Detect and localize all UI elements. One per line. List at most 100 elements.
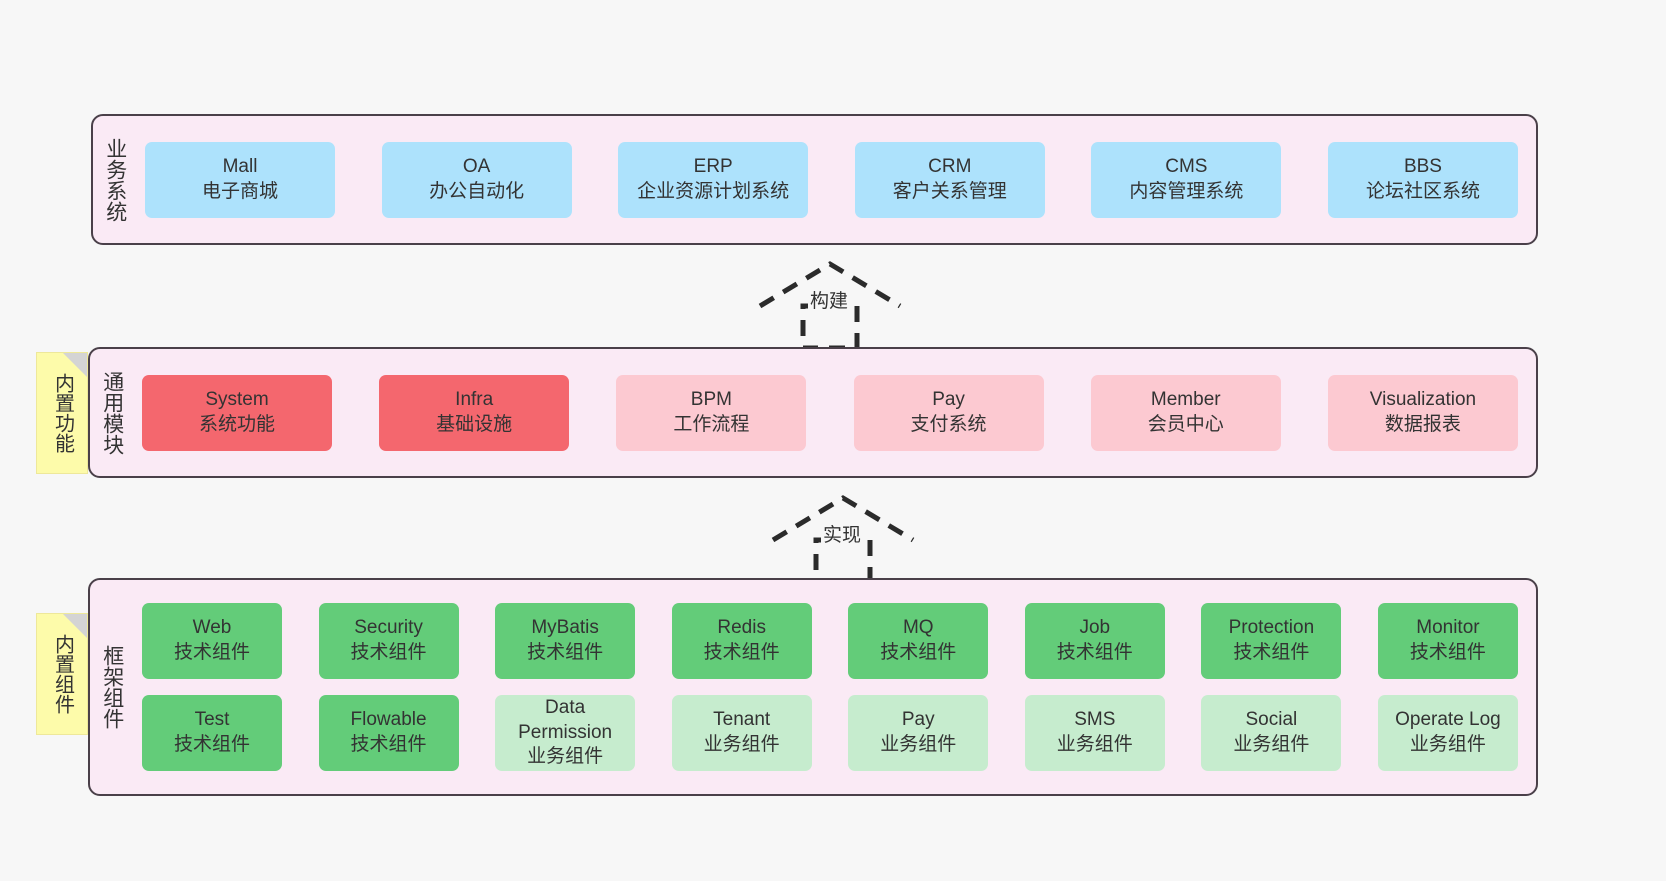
card-title: BBS [1403,155,1442,177]
card-row: Web 技术组件 Security 技术组件 MyBatis 技术组件 Redi… [142,603,1518,679]
card-bpm[interactable]: BPM 工作流程 [616,374,807,451]
card-title: Social [1245,709,1298,731]
card-subtitle: 技术组件 [527,642,604,663]
card-subtitle: 系统功能 [198,413,275,435]
card-subtitle: 客户关系管理 [892,180,1007,202]
card-security[interactable]: Security 技术组件 [318,603,459,679]
card-title: MyBatis [531,617,599,639]
card-subtitle: 业务组件 [880,734,957,755]
card-title: Member [1150,388,1221,410]
card-title: Data Permission [518,696,613,743]
card-protection[interactable]: Protection 技术组件 [1201,603,1342,679]
card-row: Mall 电子商城 OA 办公自动化 ERP 企业资源计划系统 CRM 客户关系… [145,141,1518,218]
card-visualization[interactable]: Visualization 数据报表 [1327,374,1518,451]
card-subtitle: 支付系统 [910,413,987,435]
card-subtitle: 业务组件 [1409,734,1486,755]
layer-common-module: 通用模块 System 系统功能 Infra 基础设施 BPM 工作流程 Pay… [88,347,1538,478]
card-oa[interactable]: OA 办公自动化 [381,141,572,218]
card-title: System [205,388,269,410]
connector-implement-label: 实现 [821,520,864,547]
card-title: Web [192,617,232,639]
layer-body-business-system: Mall 电子商城 OA 办公自动化 ERP 企业资源计划系统 CRM 客户关系… [137,116,1536,243]
card-title: Security [354,617,423,639]
card-crm[interactable]: CRM 客户关系管理 [854,141,1045,218]
card-social[interactable]: Social 业务组件 [1201,695,1342,771]
card-subtitle: 技术组件 [703,642,780,663]
card-subtitle: 技术组件 [1056,642,1133,663]
card-title: Flowable [350,709,427,731]
card-sms[interactable]: SMS 业务组件 [1024,695,1165,771]
card-erp[interactable]: ERP 企业资源计划系统 [618,141,809,218]
card-subtitle: 会员中心 [1147,413,1224,435]
card-mybatis[interactable]: MyBatis 技术组件 [495,603,636,679]
card-subtitle: 工作流程 [673,413,750,435]
sticky-note-label: 内置功能 [51,373,74,453]
card-title: CMS [1165,155,1208,177]
card-subtitle: 内容管理系统 [1129,180,1244,202]
card-subtitle: 数据报表 [1384,413,1461,435]
card-redis[interactable]: Redis 技术组件 [671,603,812,679]
sticky-note-label: 内置组件 [51,634,74,714]
card-title: SMS [1074,709,1116,731]
layer-body-framework-component: Web 技术组件 Security 技术组件 MyBatis 技术组件 Redi… [134,580,1536,794]
card-system[interactable]: System 系统功能 [142,374,332,451]
card-subtitle: 技术组件 [350,642,427,663]
card-subtitle: 技术组件 [880,642,957,663]
card-cms[interactable]: CMS 内容管理系统 [1091,141,1282,218]
layer-framework-component: 框架组件 Web 技术组件 Security 技术组件 MyBatis 技术组件… [88,578,1538,796]
card-title: CRM [928,155,972,177]
card-title: OA [462,155,491,177]
card-title: Operate Log [1395,709,1501,731]
card-tenant[interactable]: Tenant 业务组件 [671,695,812,771]
card-title: Infra [455,388,494,410]
card-flowable[interactable]: Flowable 技术组件 [318,695,459,771]
sticky-note-builtin-function: 内置功能 [36,352,88,474]
card-pay-business[interactable]: Pay 业务组件 [848,695,989,771]
layer-body-common-module: System 系统功能 Infra 基础设施 BPM 工作流程 Pay 支付系统… [134,349,1536,476]
card-infra[interactable]: Infra 基础设施 [379,374,570,451]
connector-build: 构建 [755,258,905,351]
card-subtitle: 业务组件 [703,734,780,755]
card-subtitle: 业务组件 [1056,734,1133,755]
card-bbs[interactable]: BBS 论坛社区系统 [1327,141,1518,218]
card-monitor[interactable]: Monitor 技术组件 [1377,603,1518,679]
card-title: Visualization [1369,388,1477,410]
card-title: MQ [902,617,934,639]
card-title: BPM [690,388,732,410]
card-mall[interactable]: Mall 电子商城 [145,141,335,218]
card-row: System 系统功能 Infra 基础设施 BPM 工作流程 Pay 支付系统… [142,374,1518,451]
card-operate-log[interactable]: Operate Log 业务组件 [1377,695,1518,771]
card-member[interactable]: Member 会员中心 [1090,374,1281,451]
card-title: Tenant [713,709,771,731]
card-title: Protection [1228,617,1315,639]
card-subtitle: 论坛社区系统 [1365,180,1480,202]
card-subtitle: 技术组件 [173,642,250,663]
card-row: Test 技术组件 Flowable 技术组件 Data Permission … [142,695,1518,771]
card-title: Monitor [1416,617,1480,639]
card-subtitle: 基础设施 [436,413,513,435]
card-subtitle: 技术组件 [173,734,250,755]
layer-title-business-system: 业务系统 [103,137,127,222]
layer-business-system: 业务系统 Mall 电子商城 OA 办公自动化 ERP 企业资源计划系统 CRM… [91,114,1538,245]
card-title: Pay [901,709,935,731]
layer-title-framework-component: 框架组件 [100,645,124,729]
card-title: Pay [932,388,965,410]
card-mq[interactable]: MQ 技术组件 [848,603,989,679]
card-subtitle: 技术组件 [350,734,427,755]
card-title: Redis [717,617,766,639]
card-title: ERP [693,155,733,177]
card-subtitle: 技术组件 [1233,642,1310,663]
card-subtitle: 业务组件 [527,746,604,768]
card-subtitle: 企业资源计划系统 [637,180,790,202]
card-web[interactable]: Web 技术组件 [142,603,282,679]
layer-title-common-module: 通用模块 [100,370,124,455]
card-title: Mall [222,155,258,177]
card-job[interactable]: Job 技术组件 [1024,603,1165,679]
card-test[interactable]: Test 技术组件 [142,695,282,771]
card-data-permission[interactable]: Data Permission 业务组件 [495,695,636,771]
card-pay[interactable]: Pay 支付系统 [853,374,1044,451]
card-subtitle: 业务组件 [1233,734,1310,755]
card-subtitle: 技术组件 [1409,642,1486,663]
connector-build-label: 构建 [808,286,851,313]
